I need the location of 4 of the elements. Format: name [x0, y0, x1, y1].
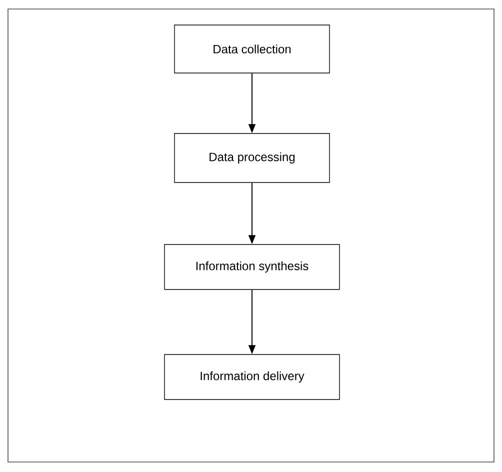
process-box: Information delivery	[164, 354, 340, 400]
process-box: Data collection	[174, 24, 330, 74]
process-box: Data processing	[174, 133, 330, 183]
process-box: Information synthesis	[164, 244, 340, 290]
